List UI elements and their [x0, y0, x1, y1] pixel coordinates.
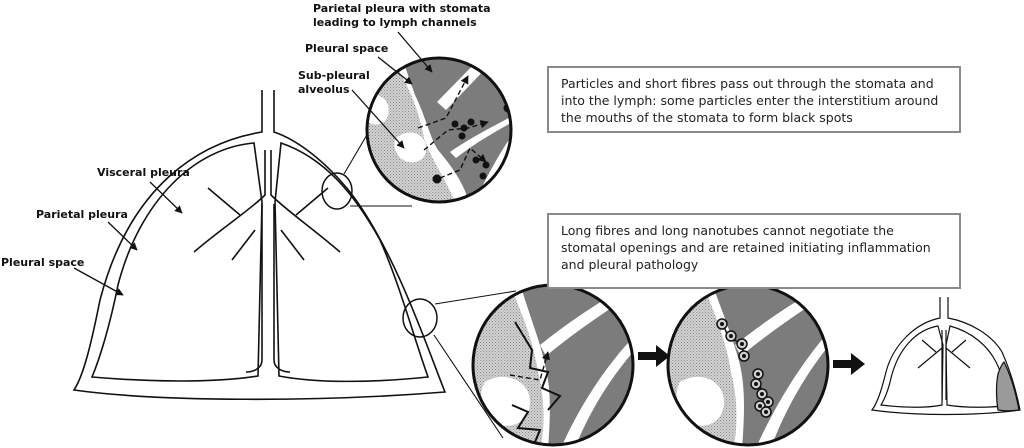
label-stomata-line1: Parietal pleura with stomata: [313, 2, 491, 15]
b2-inflammatory-cells: [716, 318, 774, 418]
b2-lymph-channel: [755, 330, 828, 445]
particle: [479, 172, 487, 180]
small-lung-airways: [917, 330, 971, 400]
visceral-pleura-left-lobe: [90, 142, 263, 382]
top-stoma-lower: [450, 112, 511, 158]
particle: [451, 120, 459, 128]
particle: [432, 174, 442, 184]
small-lung-left-lobe: [880, 325, 944, 408]
top-magnifier-rim: [365, 56, 513, 204]
label-subpleural-line2: alveolus: [298, 83, 350, 96]
b1-long-fibre-2: [511, 404, 542, 443]
pleural-pathology-patch: [995, 360, 1020, 412]
right-lower-branch: [273, 204, 291, 373]
b1-alveolus-lumen: [480, 376, 530, 426]
small-lung-pathology: [870, 297, 1021, 416]
left-lower-branch: [245, 204, 263, 373]
right-upper-branch: [295, 187, 329, 216]
b2-stoma-upper: [735, 290, 821, 356]
b1-lymph-channel: [560, 330, 633, 445]
visceral-pleura-right-lobe: [274, 141, 430, 383]
top-alveolus-lumen-1: [394, 132, 427, 163]
small-lung-outline: [870, 297, 1021, 416]
zoom-line-lower-a: [434, 290, 517, 305]
top-particle-path-3: [439, 146, 487, 179]
label-stomata-line2: leading to lymph channels: [313, 16, 477, 29]
pleural-space-arrow: [73, 267, 124, 296]
parietal-pleura-outline: [72, 90, 447, 401]
progression-arrow-2: [833, 353, 865, 375]
long-fibres-callout: Long fibres and long nanotubes cannot ne…: [547, 213, 961, 289]
left-mid-branch: [231, 229, 256, 261]
particle: [482, 161, 490, 169]
main-lung: [72, 90, 447, 401]
left-upper-branch: [207, 187, 241, 216]
b1-stoma-upper: [540, 290, 626, 356]
top-parietal-tissue: [400, 58, 511, 202]
particle: [458, 132, 466, 140]
zoom-circle-lower: [402, 298, 438, 338]
particle: [472, 156, 480, 164]
subpleural-pointer: [351, 89, 405, 149]
b2-alveolus-lumen: [676, 376, 724, 426]
particle: [460, 124, 468, 132]
right-main-bronchus: [270, 150, 341, 253]
parietal-pleura-arrow: [107, 221, 138, 251]
right-mid-branch: [280, 229, 305, 261]
visceral-pleura-arrow: [149, 181, 183, 214]
left-main-bronchus: [193, 150, 266, 253]
label-pleural-space-zoom: Pleural space: [305, 42, 388, 55]
top-particle-path-2: [423, 120, 489, 151]
progression-arrow-1: [638, 345, 670, 367]
zoom-line-lower-b: [433, 334, 504, 439]
b1-long-fibre-1: [514, 321, 562, 411]
label-parietal-pleura: Parietal pleura: [36, 208, 128, 221]
label-visceral-pleura: Visceral pleura: [97, 166, 190, 179]
b2-parietal-tissue: [712, 285, 828, 445]
b1-fibre-path-1: [509, 351, 550, 381]
top-particle-path-1: [417, 75, 469, 129]
top-magnified-view: [365, 56, 513, 204]
short-fibres-callout: Particles and short fibres pass out thro…: [547, 66, 961, 133]
bottom-magnified-view-1: [471, 283, 635, 447]
label-pleural-space: Pleural space: [1, 256, 84, 269]
bottom-magnified-view-2: [666, 283, 830, 447]
particle: [467, 118, 475, 126]
zoom-circle-upper: [321, 172, 353, 210]
pleural-space-zoom-pointer: [377, 56, 413, 85]
stomata-pointer: [397, 31, 433, 73]
label-subpleural-line1: Sub-pleural: [298, 69, 370, 82]
